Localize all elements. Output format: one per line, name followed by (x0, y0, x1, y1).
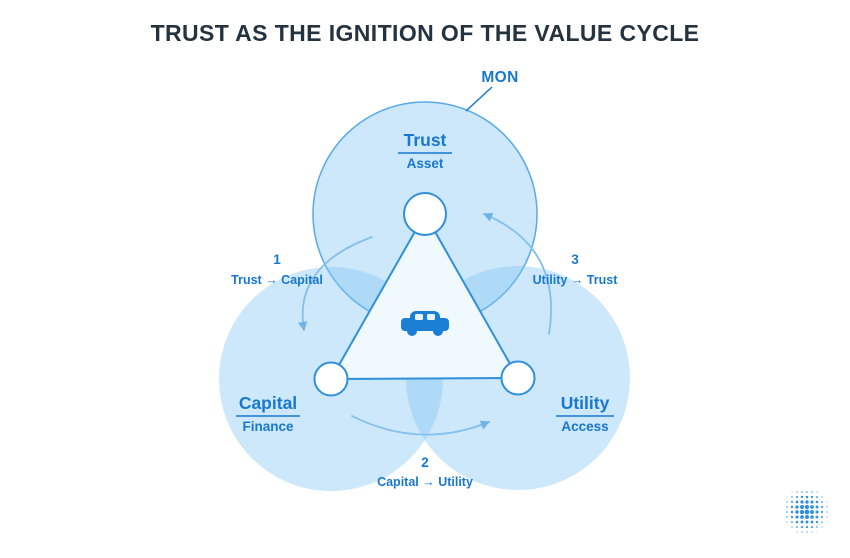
capital-sublabel: Finance (242, 419, 294, 434)
step1-number: 1 (273, 252, 281, 267)
mon-label: MON (481, 69, 518, 86)
utility-label: Utility (561, 393, 610, 413)
capital-label: Capital (239, 393, 297, 413)
halftone-logo (786, 491, 828, 533)
node-utility (500, 360, 536, 396)
car-icon (401, 311, 449, 336)
node-trust (403, 192, 447, 236)
step2-label: Capital → Utility (377, 475, 473, 489)
arrow-capital-to-utility (351, 415, 491, 436)
page-title: TRUST AS THE IGNITION OF THE VALUE CYCLE (150, 20, 700, 46)
cycle-triangle (330, 213, 519, 380)
vertex-nodes (313, 192, 536, 397)
flow-arrows (298, 212, 553, 436)
node-capital (313, 361, 349, 397)
trust-label: Trust (404, 130, 447, 150)
step3-number: 3 (571, 252, 579, 267)
step1-label: Trust → Capital (231, 273, 323, 287)
step2-number: 2 (421, 455, 429, 470)
step3-label: Utility → Trust (533, 273, 619, 287)
utility-sublabel: Access (561, 419, 608, 434)
mon-connector-line (465, 86, 493, 112)
arrow-utility-to-trust (482, 212, 553, 335)
trust-sublabel: Asset (407, 156, 444, 171)
arrow-trust-to-capital (298, 236, 373, 332)
diagram-labels: MON Trust Asset Capital Finance Utility … (231, 69, 618, 489)
